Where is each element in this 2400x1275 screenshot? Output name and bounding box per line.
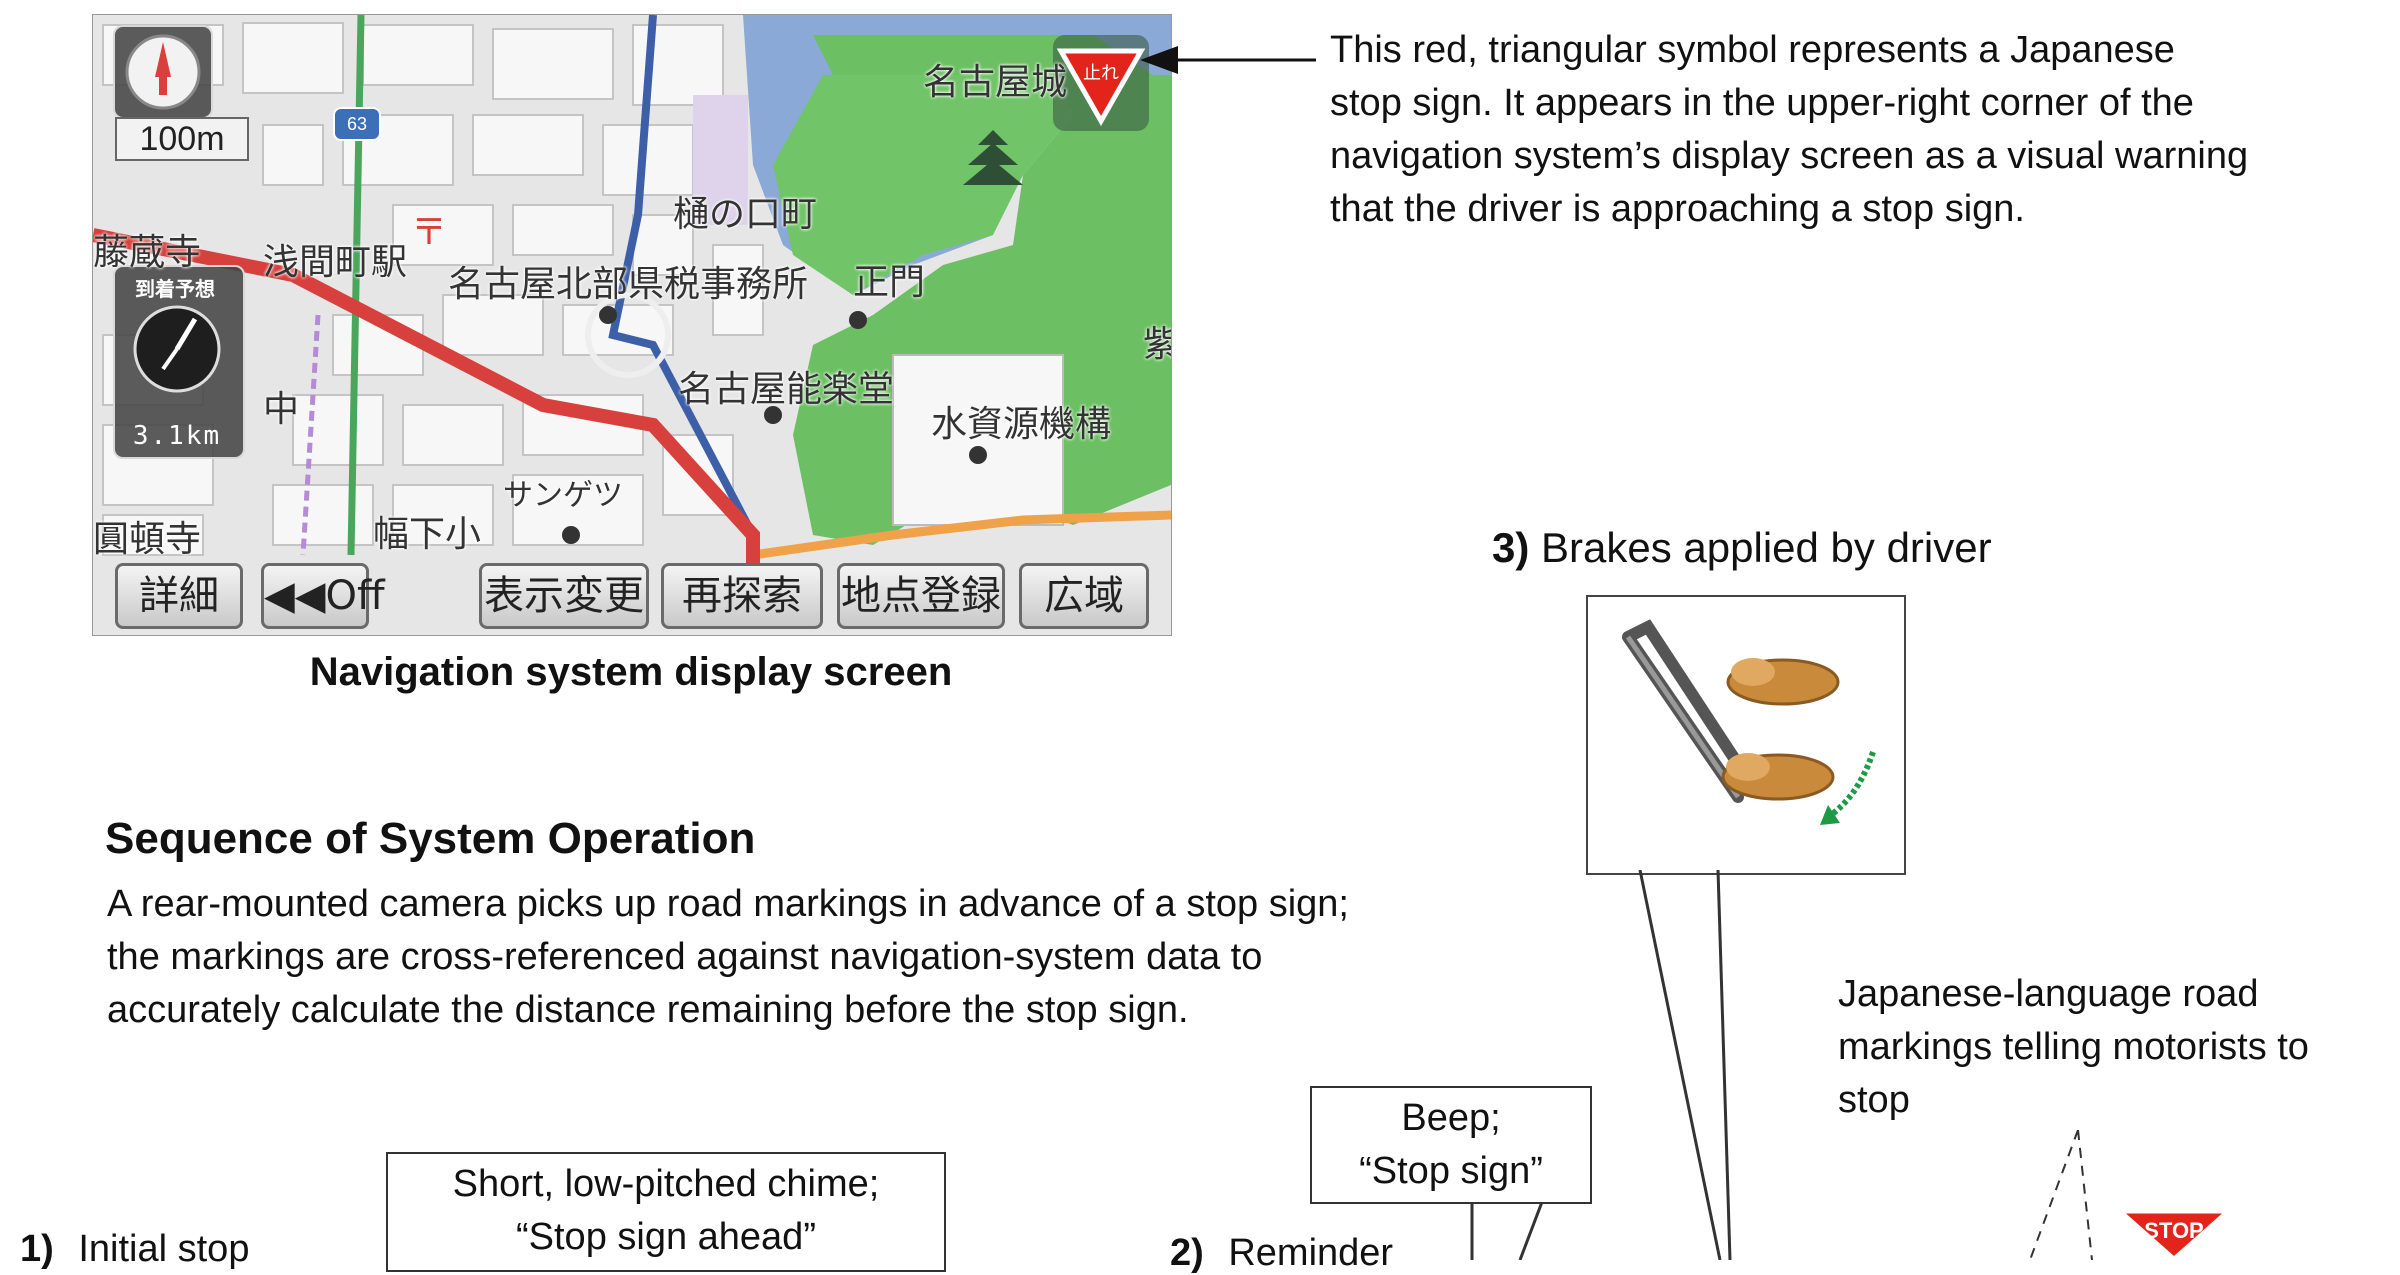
stop-sign-label: STOP xyxy=(2144,1218,2204,1243)
chime-line-2: “Stop sign ahead” xyxy=(516,1216,816,1258)
stop-sign-warning-icon: 止れ xyxy=(1053,35,1149,131)
highway-shield-icon: 63 xyxy=(333,107,381,141)
step-1-label: Initial stop xyxy=(78,1228,250,1270)
map-label-castle: 名古屋城 xyxy=(923,62,1068,103)
stop-sign-text: 止れ xyxy=(1083,63,1119,84)
beep-line-2: “Stop sign” xyxy=(1359,1150,1543,1192)
navigation-display-screen: 100m 到着予想 3.1km 63 〒 止れ 名古屋城 樋の口町 浅間町駅 名… xyxy=(92,14,1172,636)
map-label-sengencho-station: 浅間町駅 xyxy=(263,242,408,283)
display-change-button[interactable]: 表示変更 xyxy=(479,563,649,629)
reroute-button[interactable]: 再探索 xyxy=(661,563,823,629)
step-1-number: 1) xyxy=(20,1228,54,1270)
callout-lines-brake xyxy=(1638,870,1732,1260)
beep-line-1: Beep; xyxy=(1401,1097,1501,1139)
map-label-habashita-school: 幅下小 xyxy=(373,514,482,555)
voice-off-button[interactable]: ◀◀Off xyxy=(261,563,385,629)
road-markings-pointer xyxy=(2029,1130,2093,1260)
stop-symbol-description: This red, triangular symbol represents a… xyxy=(1330,29,2249,230)
eta-panel[interactable]: 到着予想 3.1km xyxy=(113,265,245,459)
step-1-heading: 1) Initial stop xyxy=(20,1228,249,1271)
distance-remaining: 3.1km xyxy=(132,421,222,451)
brake-pedal-icon xyxy=(1622,619,1876,825)
map-label-hinokuchi: 樋の口町 xyxy=(673,194,818,235)
clock-icon xyxy=(133,305,221,393)
shoe-icon xyxy=(1721,658,1840,801)
step-2-number: 2) xyxy=(1170,1232,1204,1274)
map-label-edge: 紫 xyxy=(1143,315,1171,367)
pointer-arrow xyxy=(1140,46,1316,74)
map-label-tax-office: 名古屋北部県税事務所 xyxy=(448,264,809,305)
step-2-heading: 2) Reminder xyxy=(1170,1232,1393,1275)
beep-callout-tail xyxy=(1470,1202,1544,1260)
beep-callout: Beep; “Stop sign” xyxy=(1310,1086,1592,1204)
step-3-number: 3) xyxy=(1492,524,1530,571)
post-office-icon: 〒 xyxy=(411,212,448,253)
register-location-button[interactable]: 地点登録 xyxy=(837,563,1005,629)
map-scale[interactable]: 100m xyxy=(115,117,249,161)
compass-icon xyxy=(125,34,201,110)
map-label-naka: 中 xyxy=(263,389,300,430)
details-button[interactable]: 詳細 xyxy=(115,563,243,629)
map-label-sangetsu: サンゲツ xyxy=(503,478,623,513)
stop-sign-icon: STOP xyxy=(2120,1210,2230,1260)
map-label-temple: 藤蔵寺 xyxy=(93,232,202,273)
heading-indicator[interactable] xyxy=(113,25,213,119)
step-3-heading: 3) Brakes applied by driver xyxy=(1492,524,1992,572)
eta-label: 到着予想 xyxy=(135,277,215,301)
navigation-map xyxy=(93,15,1171,635)
step-2-label: Reminder xyxy=(1228,1232,1394,1274)
chime-callout: Short, low-pitched chime; “Stop sign ahe… xyxy=(386,1152,946,1272)
map-label-water-agency: 水資源機構 xyxy=(931,404,1112,445)
brake-illustration-box xyxy=(1586,595,1906,875)
nav-screen-caption: Navigation system display screen xyxy=(309,650,953,694)
map-label-main-gate: 正門 xyxy=(853,262,926,303)
wide-area-button[interactable]: 広域 xyxy=(1019,563,1149,629)
sequence-title: Sequence of System Operation xyxy=(105,814,756,863)
downward-arrow-icon xyxy=(1826,751,1876,820)
road-markings-label: Japanese-language road markings telling … xyxy=(1838,973,2309,1121)
chime-line-1: Short, low-pitched chime; xyxy=(452,1163,880,1205)
map-label-noh-theater: 名古屋能楽堂 xyxy=(678,369,895,410)
step-3-label: Brakes applied by driver xyxy=(1541,524,1992,571)
sequence-description: A rear-mounted camera picks up road mark… xyxy=(107,883,1349,1031)
map-label-entonji: 圓頓寺 xyxy=(93,519,202,560)
